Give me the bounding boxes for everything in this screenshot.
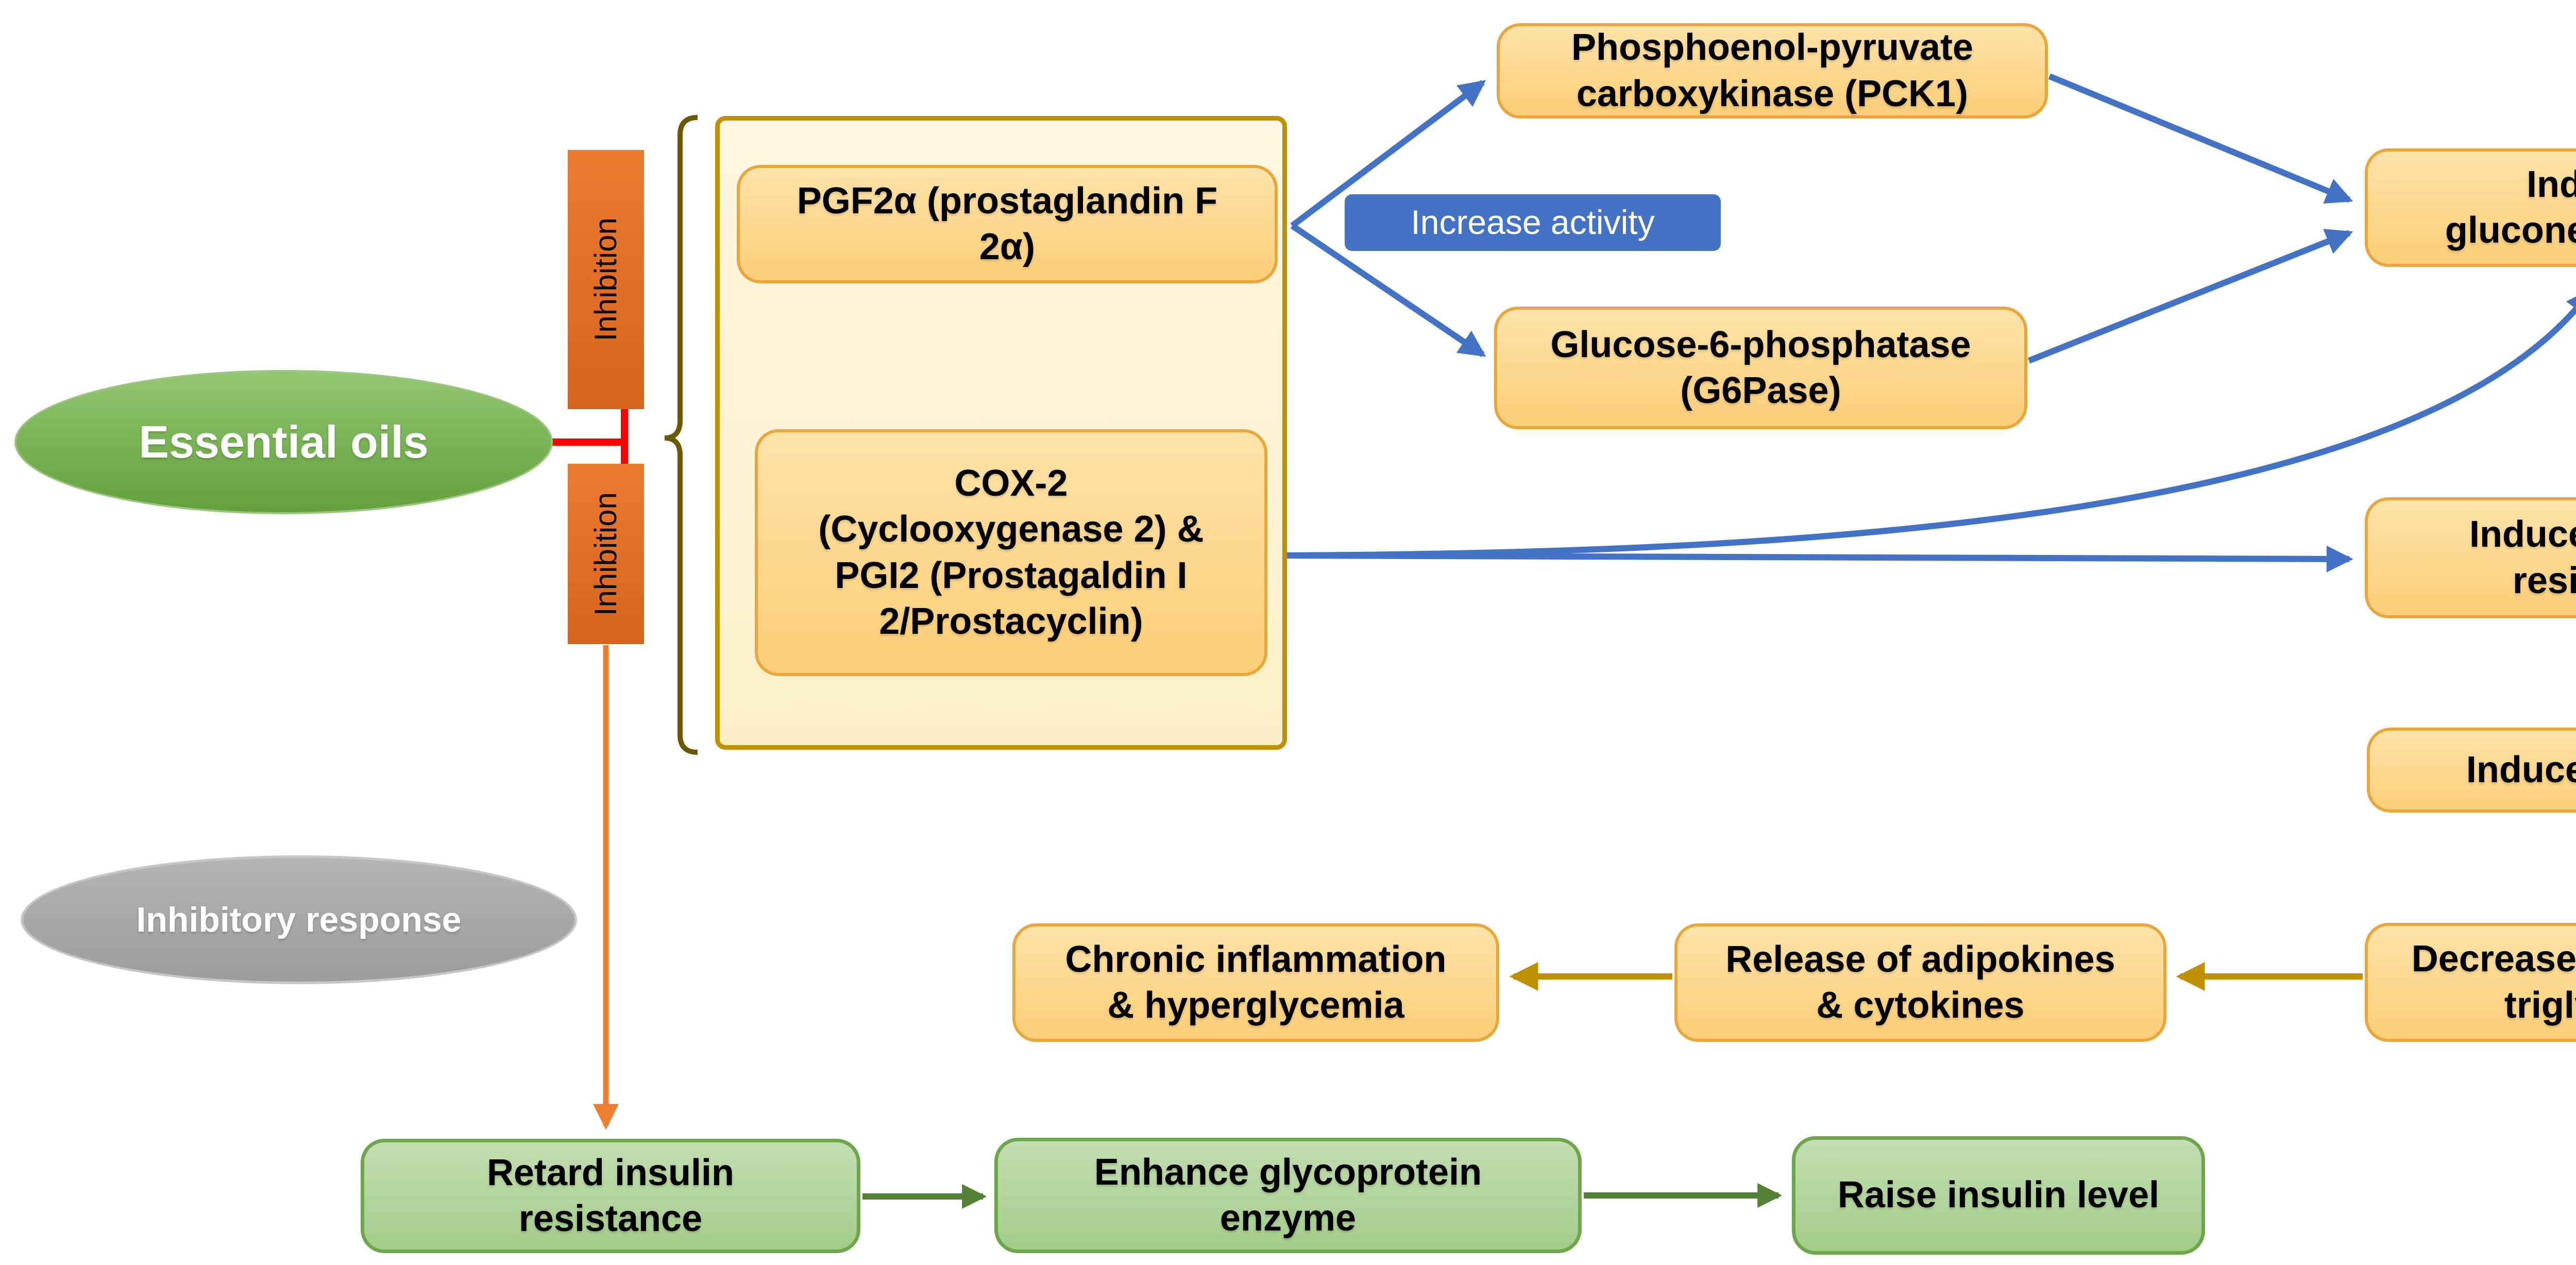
node-essential-oils-label: Essential oils: [139, 416, 429, 468]
node-cox2-label: COX-2 (Cyclooxygenase 2) & PGI2 (Prostag…: [818, 462, 1204, 642]
inhibition-bar-top-label: Inhibition: [588, 217, 623, 342]
node-inhibitory-response-label: Inhibitory response: [136, 900, 462, 939]
node-pgf2a-label: PGF2α (prostaglandin F 2α): [796, 180, 1218, 267]
inhibition-bar-top: Inhibition: [568, 150, 644, 409]
node-pck1: Phosphoenol-pyruvate carboxykinase (PCK1…: [1497, 23, 2048, 119]
group-brace: [664, 115, 698, 755]
node-essential-oils: Essential oils: [14, 370, 553, 514]
node-induces-insulin-resistance: Induces insulin resistance: [2365, 497, 2576, 618]
node-g6pase-label: Glucose-6-phosphatase (G6Pase): [1550, 324, 1971, 411]
node-induces-insulin-resistance-label: Induces insulin resistance: [2469, 514, 2576, 601]
increase-activity-tag: Increase activity: [1345, 194, 1721, 251]
inhibition-bar-bottom-label: Inhibition: [588, 492, 623, 616]
edge-pck1-gluconeogenesis: [2048, 73, 2353, 204]
node-raise-insulin: Raise insulin level: [1792, 1136, 2205, 1255]
node-pck1-label: Phosphoenol-pyruvate carboxykinase (PCK1…: [1571, 27, 1974, 114]
inhibition-bar-bottom: Inhibition: [568, 464, 644, 644]
node-induce-lipolysis: Induce lipolysis: [2367, 728, 2576, 813]
node-retard-insulin-resistance: Retard insulin resistance: [361, 1139, 860, 1253]
node-enhance-glycoprotein-label: Enhance glycoprotein enzyme: [1094, 1151, 1482, 1239]
node-raise-insulin-label: Raise insulin level: [1837, 1174, 2160, 1216]
edge-pgf2a-pck1: [1290, 80, 1486, 228]
node-induce-lipolysis-label: Induce lipolysis: [2466, 749, 2576, 790]
node-pgf2a: PGF2α (prostaglandin F 2α): [737, 165, 1278, 283]
node-g6pase: Glucose-6-phosphatase (G6Pase): [1494, 307, 2027, 429]
increase-activity-label: Increase activity: [1411, 203, 1655, 242]
edge-g6pase-gluconeogenesis: [2027, 229, 2353, 364]
edge-pgf2a-g6pase: [1290, 223, 1486, 357]
node-cox2: COX-2 (Cyclooxygenase 2) & PGI2 (Prostag…: [755, 429, 1267, 676]
node-release-adipokines: Release of adipokines & cytokines: [1674, 923, 2166, 1042]
node-release-adipokines-label: Release of adipokines & cytokines: [1725, 938, 2115, 1026]
node-enhance-glycoprotein: Enhance glycoprotein enzyme: [994, 1138, 1582, 1253]
node-induces-gluconeogenesis-label: Induces gluconeogenesis: [2445, 163, 2576, 251]
node-decrease-triglyceride-label: Decrease intracellular triglyceride: [2411, 938, 2576, 1026]
node-induces-gluconeogenesis: Induces gluconeogenesis: [2365, 148, 2576, 267]
node-inhibitory-response: Inhibitory response: [21, 855, 577, 984]
node-chronic-inflammation-label: Chronic inflammation & hyperglycemia: [1065, 938, 1447, 1026]
edge-cox2-gluconeogenesis-curve: [1268, 288, 2576, 559]
node-decrease-triglyceride: Decrease intracellular triglyceride: [2365, 923, 2576, 1042]
node-chronic-inflammation: Chronic inflammation & hyperglycemia: [1012, 923, 1499, 1042]
node-retard-insulin-resistance-label: Retard insulin resistance: [486, 1152, 735, 1239]
